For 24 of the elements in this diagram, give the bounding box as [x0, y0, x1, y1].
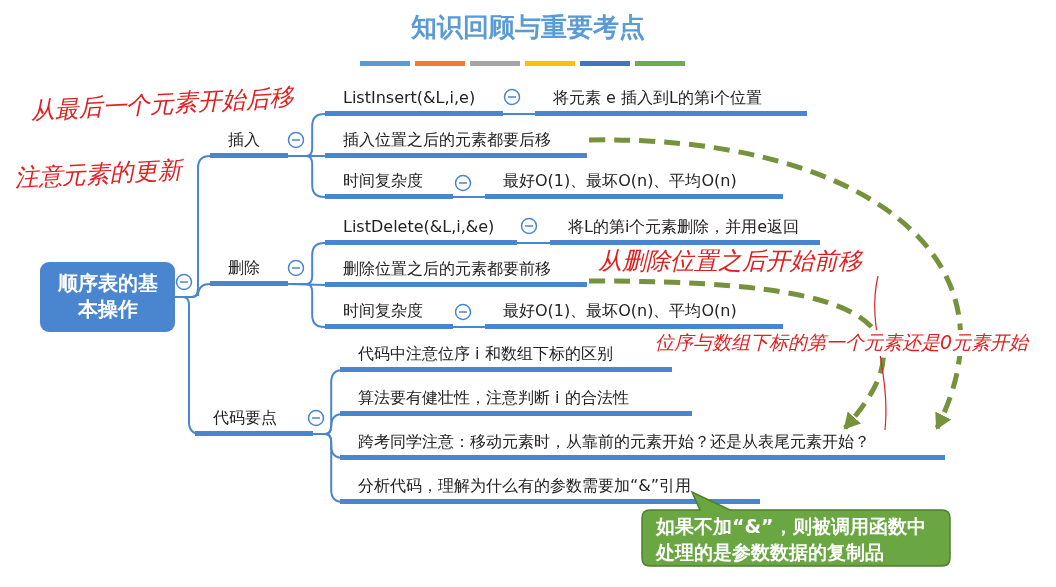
- topic-branch: 算法要有健壮性，注意判断 i 的合法性: [340, 386, 692, 416]
- topic-branch: 将元素 e 插入到L的第i个位置: [535, 86, 807, 116]
- topic-branch: 插入: [210, 128, 288, 158]
- branch-line: [502, 113, 536, 115]
- handwritten-note: 注意元素的更新: [13, 154, 183, 195]
- topic-branch: ListDelete(&L,i,&e): [325, 215, 517, 245]
- topic-branch: 删除: [210, 256, 288, 286]
- topic-branch: 时间复杂度: [325, 299, 453, 329]
- topic-box: 顺序表的基本操作: [40, 262, 175, 332]
- topic-branch: 插入位置之后的元素都要后移: [325, 128, 587, 158]
- branch-line: [452, 196, 486, 198]
- dashed-arrow: [588, 278, 886, 430]
- handwritten-note: 从最后一个元素开始后移: [29, 82, 295, 127]
- dashed-arrow: [588, 137, 963, 430]
- topic-branch: 跨考同学注意：移动元素时，从靠前的元素开始？还是从表尾元素开始？: [340, 430, 945, 460]
- title: 知识回顾与重要考点: [410, 11, 646, 44]
- topic-branch: 时间复杂度: [325, 169, 453, 199]
- handwritten-note: 位序与数组下标的第一个元素还是0元素开始: [655, 330, 1029, 356]
- topic-branch: 删除位置之后的元素都要前移: [325, 257, 587, 287]
- branch-line: [516, 242, 551, 244]
- branch-line: [452, 326, 486, 328]
- topic-branch: 代码要点: [195, 406, 313, 436]
- topic-branch: 最好O(1)、最坏O(n)、平均O(n): [485, 169, 783, 199]
- topic-branch: ListInsert(&L,i,e): [325, 86, 503, 116]
